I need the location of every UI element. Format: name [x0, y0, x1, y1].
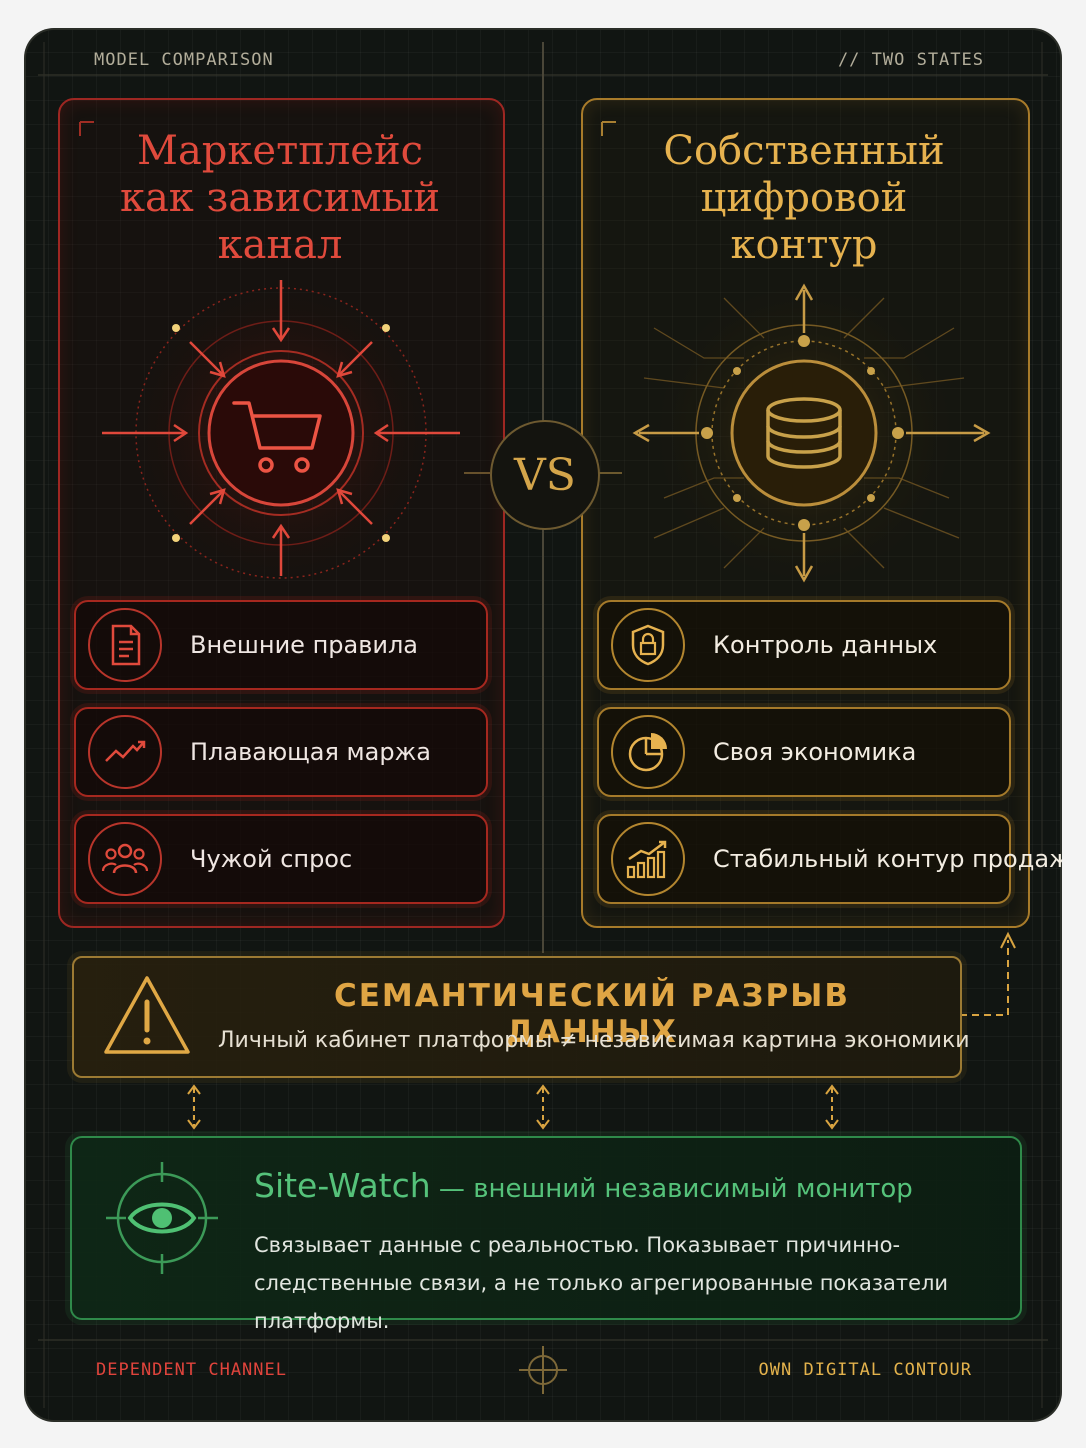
document-icon	[88, 608, 162, 682]
footer-label-left: DEPENDENT CHANNEL	[96, 1360, 287, 1380]
left-item-label: Чужой спрос	[190, 845, 353, 873]
bar-growth-icon	[611, 822, 685, 896]
right-item-stable-sales: Стабильный контур продаж	[597, 814, 1062, 904]
eye-target-icon	[106, 1162, 218, 1274]
left-item-foreign-demand: Чужой спрос	[74, 814, 488, 904]
right-item-label: Своя экономика	[713, 738, 917, 766]
semantic-gap-banner	[72, 956, 962, 1078]
right-item-own-economy: Своя экономика	[597, 707, 1011, 797]
site-watch-title: Site-Watch — внешний независимый монитор	[254, 1166, 913, 1205]
site-watch-description: Связывает данные с реальностью. Показыва…	[254, 1233, 949, 1333]
right-item-label: Контроль данных	[713, 631, 938, 659]
header-label-right: // TWO STATES	[837, 50, 984, 70]
frame-decorations	[38, 42, 1048, 1408]
shield-lock-icon	[611, 608, 685, 682]
site-watch-panel	[70, 1136, 1022, 1320]
site-watch-name: Site-Watch	[254, 1166, 431, 1205]
left-panel-title: Маркетплейс как зависимый канал	[119, 128, 441, 268]
semantic-gap-title: СЕМАНТИЧЕСКИЙ РАЗРЫВ ДАННЫХ	[333, 978, 850, 1050]
right-panel-title: Собственный цифровой контур	[663, 128, 945, 268]
right-item-data-control: Контроль данных	[597, 600, 1011, 690]
trend-line-icon	[88, 715, 162, 789]
footer-label-right: OWN DIGITAL CONTOUR	[758, 1360, 972, 1380]
left-item-floating-margin: Плавающая маржа	[74, 707, 488, 797]
pie-chart-icon	[611, 715, 685, 789]
semantic-gap-subtitle: Личный кабинет платформы ≠ независимая к…	[218, 1028, 970, 1053]
header-label-left: MODEL COMPARISON	[94, 50, 274, 70]
infographic-frame: MODEL COMPARISON // TWO STATES	[24, 28, 1062, 1422]
site-watch-tagline: — внешний независимый монитор	[430, 1174, 913, 1204]
right-item-label: Стабильный контур продаж	[713, 845, 1062, 873]
left-item-label: Плавающая маржа	[190, 738, 431, 766]
left-item-external-rules: Внешние правила	[74, 600, 488, 690]
crosshair-icon	[519, 1346, 567, 1394]
users-icon	[88, 822, 162, 896]
versus-badge: VS	[490, 420, 600, 530]
left-item-label: Внешние правила	[190, 631, 418, 659]
warning-triangle-icon	[104, 976, 190, 1054]
